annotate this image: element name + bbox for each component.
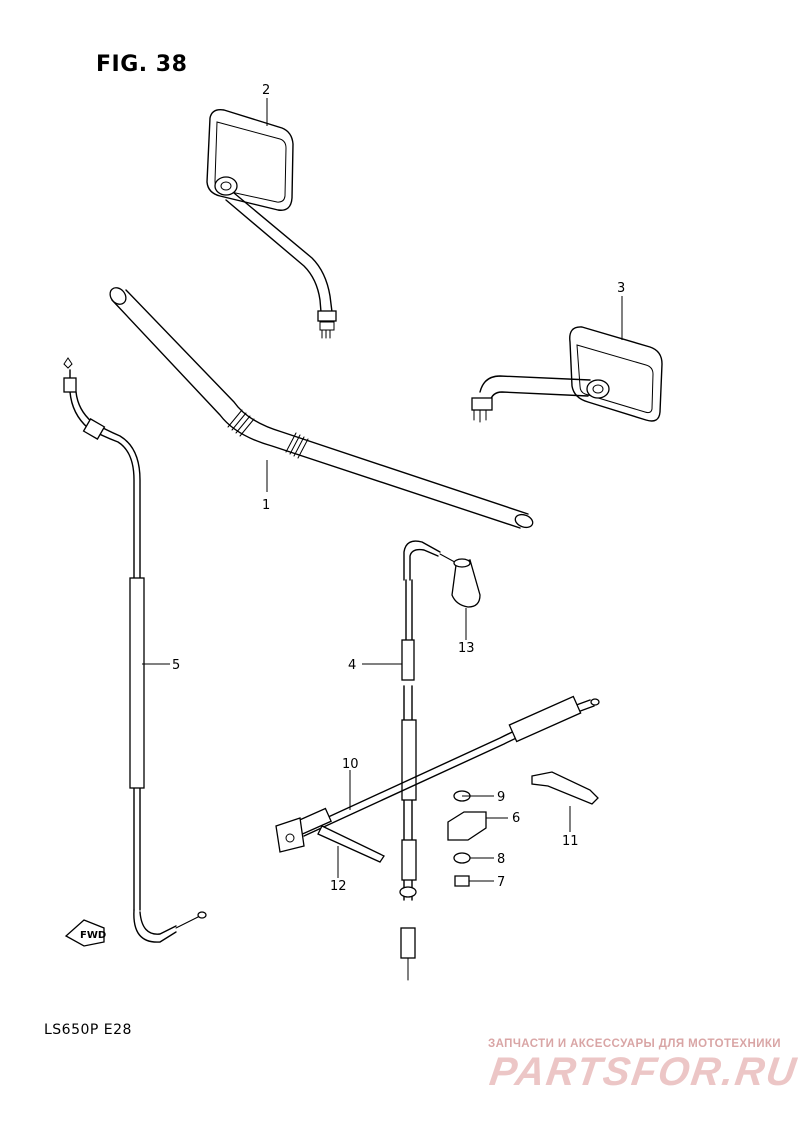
watermark-tagline: ЗАПЧАСТИ И АКСЕССУАРЫ ДЛЯ МОТОТЕХНИКИ [488,1038,781,1050]
part-13-boot[interactable] [451,558,481,608]
callout-1: 1 [262,498,270,513]
handlebar-knurl-right [285,432,309,459]
callout-5: 5 [172,658,180,673]
forward-direction-icon: FWD [64,919,106,947]
callout-6: 6 [512,811,520,826]
part-1-handlebar[interactable] [107,285,535,530]
callout-7: 7 [497,875,505,890]
callout-labels: 1 2 3 4 5 6 7 8 9 10 11 12 13 [172,83,625,894]
callout-12: 12 [330,879,347,894]
part-7-bolt[interactable] [454,875,470,887]
callout-10: 10 [342,757,359,772]
part-8-washer[interactable] [453,852,471,864]
part-5-cable[interactable] [63,357,207,943]
callout-13: 13 [458,641,475,656]
handlebar-knurl-left [227,409,255,437]
part-3-right-mirror[interactable] [471,326,663,423]
callout-4: 4 [348,658,356,673]
part-6-clamp[interactable] [447,811,487,841]
callout-2: 2 [262,83,270,98]
part-2-left-mirror[interactable] [206,108,337,339]
callout-11: 11 [562,834,579,849]
watermark-logo: PARTSFOR.RU [486,1050,800,1094]
callout-3: 3 [617,281,625,296]
part-12-strap[interactable] [317,825,385,863]
callout-8: 8 [497,852,505,867]
part-4-cable[interactable] [399,540,472,981]
figure-title: FIG. 38 [96,52,188,77]
part-10-cable[interactable] [275,695,600,853]
svg-text:FWD: FWD [80,930,106,941]
callout-9: 9 [497,790,505,805]
leader-lines [142,98,623,882]
part-11-bracket[interactable] [531,771,599,805]
model-code: LS650P E28 [44,1022,132,1038]
